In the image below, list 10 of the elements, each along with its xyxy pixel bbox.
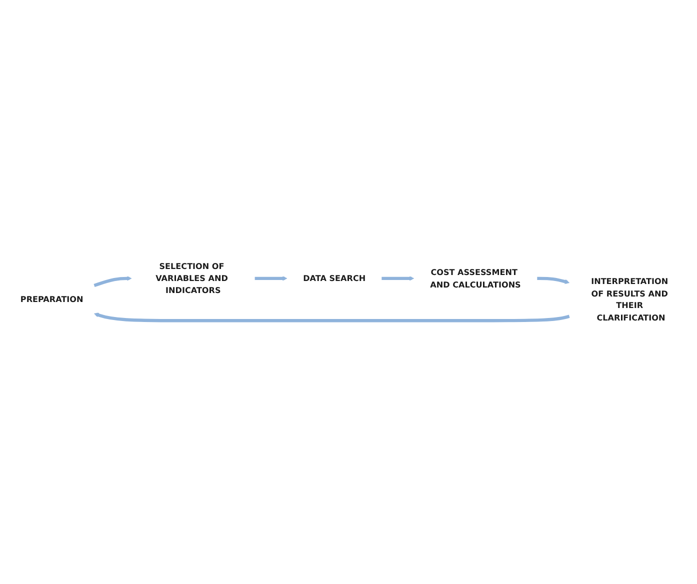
node-text: SELECTION OF VARIABLES AND INDICATORS [156,261,228,296]
node-text: DATA SEARCH [303,273,366,284]
node-text: INTERPRETATION OF RESULTS AND THEIR CLARIFICATION [591,276,668,322]
arrow [94,312,570,322]
arrow [382,276,414,281]
arrow [537,276,570,284]
arrow [94,276,132,287]
node-text: PREPARATION [20,294,84,304]
node-text: COST ASSESSMENT AND CALCULATIONS [430,267,521,290]
arrow [254,276,288,281]
